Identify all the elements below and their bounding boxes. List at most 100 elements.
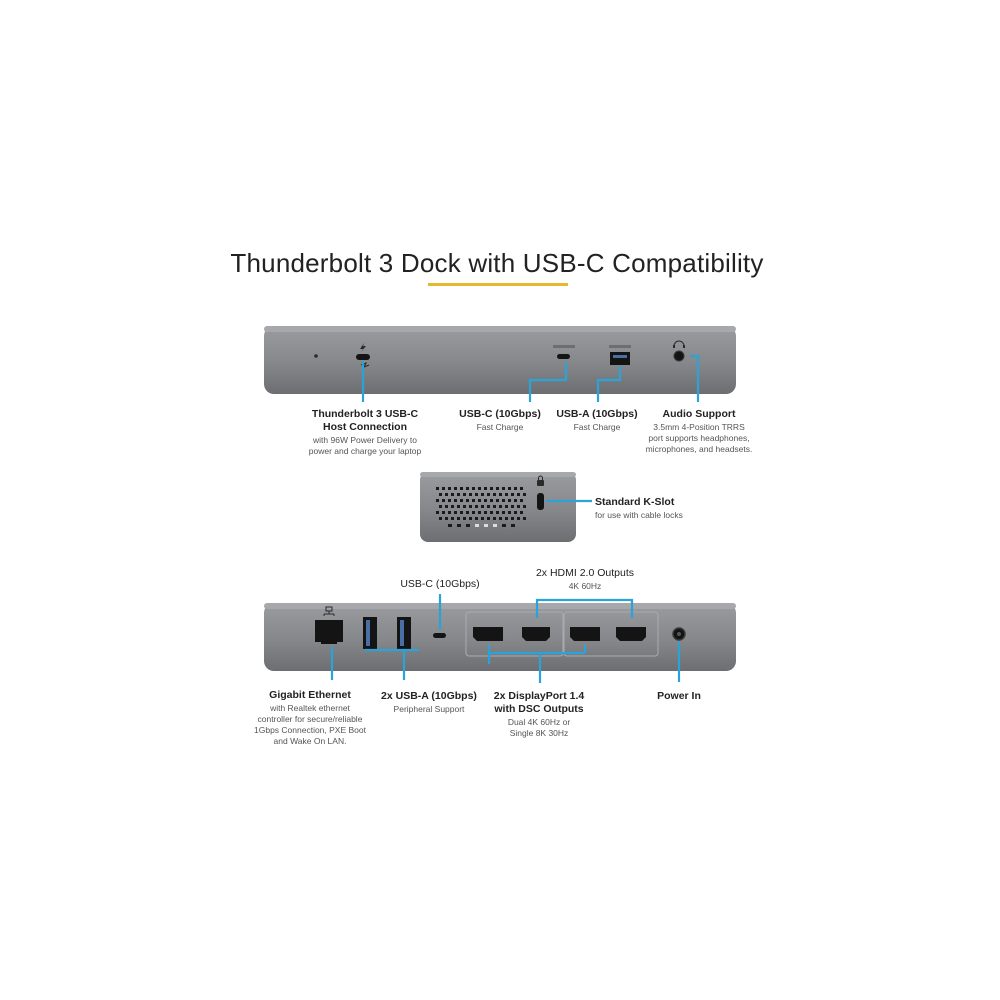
- hdmi-port-1: [522, 627, 550, 641]
- vent-bottom-slot: [511, 524, 515, 527]
- vent-hole: [448, 499, 451, 502]
- vent-hole: [478, 487, 481, 490]
- callout-rear-usb-a: 2x USB-A (10Gbps) Peripheral Support: [374, 690, 484, 715]
- k-slot: [537, 493, 544, 510]
- vent-hole: [484, 499, 487, 502]
- vent-hole: [505, 505, 508, 508]
- vent-hole: [493, 505, 496, 508]
- vent-hole: [436, 511, 439, 514]
- front-callout-lines: [361, 354, 700, 402]
- vent-hole: [517, 517, 520, 520]
- callout-front-usb-a: USB-A (10Gbps) Fast Charge: [552, 408, 642, 433]
- vent-grille: [436, 487, 526, 527]
- front-panel: [264, 326, 736, 402]
- vent-hole: [481, 493, 484, 496]
- vent-hole: [490, 499, 493, 502]
- line-front-usb-c: [528, 362, 568, 402]
- vent-hole: [466, 499, 469, 502]
- vent-hole: [505, 493, 508, 496]
- line-front-usb-a: [596, 366, 622, 402]
- front-dock-body: [264, 326, 736, 394]
- vent-hole: [511, 493, 514, 496]
- vent-hole: [481, 505, 484, 508]
- vent-hole: [499, 493, 502, 496]
- vent-hole: [457, 505, 460, 508]
- vent-hole: [511, 505, 514, 508]
- network-icon: [323, 606, 335, 616]
- callout-heading: 2x HDMI 2.0 Outputs: [535, 567, 635, 579]
- vent-hole: [451, 493, 454, 496]
- callout-heading: 2x USB-A (10Gbps): [381, 690, 477, 702]
- callout-heading: USB-C (10Gbps): [400, 578, 480, 590]
- callout-detail: Fast Charge: [573, 422, 621, 432]
- callout-detail: Peripheral Support: [393, 704, 465, 714]
- vent-hole: [463, 505, 466, 508]
- vent-hole: [466, 511, 469, 514]
- vent-hole: [487, 505, 490, 508]
- vent-hole: [439, 505, 442, 508]
- vent-hole: [496, 511, 499, 514]
- vent-hole: [523, 505, 526, 508]
- vent-bottom-slot: [466, 524, 470, 527]
- callout-heading: USB-A (10Gbps): [556, 408, 638, 420]
- vent-bottom-slot: [493, 524, 497, 527]
- vent-hole: [448, 511, 451, 514]
- callout-heading: Thunderbolt 3 USB-C Host Connection: [311, 408, 419, 433]
- callout-heading: USB-C (10Gbps): [459, 408, 541, 420]
- vent-hole: [502, 499, 505, 502]
- vent-bottom-slot: [502, 524, 506, 527]
- title-underline: [428, 283, 568, 286]
- vent-hole: [508, 511, 511, 514]
- vent-hole: [451, 505, 454, 508]
- vent-hole: [442, 511, 445, 514]
- front-usb-c-port: [557, 354, 570, 359]
- line-audio: [690, 354, 700, 402]
- headset-icon: [673, 340, 685, 348]
- callout-detail: Dual 4K 60Hz or Single 8K 30Hz: [507, 717, 571, 738]
- callout-heading: Audio Support: [662, 408, 736, 420]
- vent-hole: [502, 487, 505, 490]
- callout-heading: Power In: [657, 690, 701, 702]
- vent-hole: [454, 487, 457, 490]
- vent-hole: [466, 487, 469, 490]
- vent-hole: [448, 487, 451, 490]
- callout-thunderbolt-host: Thunderbolt 3 USB-C Host Connection with…: [290, 408, 440, 457]
- vent-hole: [439, 493, 442, 496]
- vent-hole: [472, 511, 475, 514]
- callout-detail: Fast Charge: [476, 422, 524, 432]
- display-group-2: [563, 611, 659, 657]
- vent-hole: [469, 505, 472, 508]
- vent-hole: [520, 499, 523, 502]
- vent-hole: [484, 511, 487, 514]
- vent-hole: [496, 487, 499, 490]
- vent-hole: [490, 487, 493, 490]
- display-group-1: [465, 611, 564, 657]
- callout-detail: 3.5mm 4-Position TRRS port supports head…: [645, 422, 753, 454]
- vent-hole: [493, 493, 496, 496]
- callout-power-in: Power In: [639, 690, 719, 703]
- vent-hole: [478, 499, 481, 502]
- vent-hole: [460, 487, 463, 490]
- callout-heading: 2x DisplayPort 1.4 with DSC Outputs: [493, 690, 585, 715]
- rear-usb-c-port: [433, 633, 446, 638]
- vent-hole: [517, 505, 520, 508]
- callout-detail: 4K 60Hz: [568, 581, 602, 591]
- vent-hole: [454, 511, 457, 514]
- vent-hole: [484, 487, 487, 490]
- vent-bottom-slot: [475, 524, 479, 527]
- vent-hole: [478, 511, 481, 514]
- vent-hole: [508, 487, 511, 490]
- side-dock-top-edge: [420, 472, 576, 477]
- callout-detail: with 96W Power Delivery to power and cha…: [308, 435, 422, 456]
- vent-hole: [487, 517, 490, 520]
- vent-hole: [442, 499, 445, 502]
- vent-hole: [469, 517, 472, 520]
- vent-hole: [475, 517, 478, 520]
- callout-heading: Standard K-Slot: [595, 496, 675, 508]
- callout-rear-usb-c: USB-C (10Gbps): [390, 578, 490, 591]
- ethernet-port: [315, 620, 343, 642]
- front-usb-a-port: [610, 352, 630, 365]
- vent-hole: [469, 493, 472, 496]
